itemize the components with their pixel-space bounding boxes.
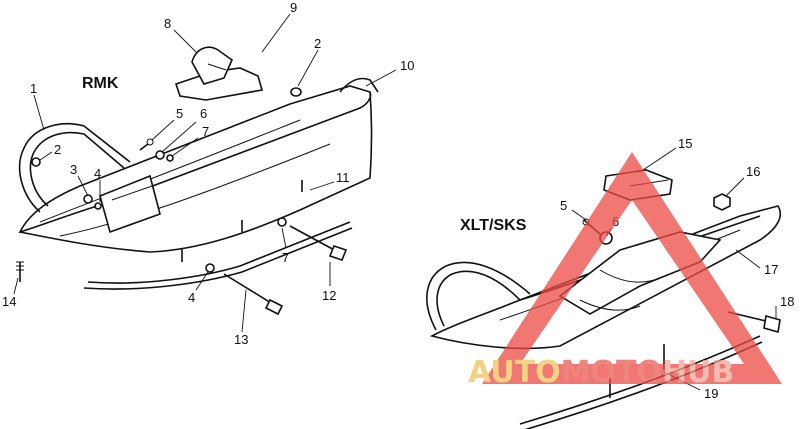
callout-2-rmk-top: 2 xyxy=(314,36,321,51)
callout-2-rmk-handle: 2 xyxy=(54,142,61,157)
callout-19: 19 xyxy=(704,386,718,401)
callout-4-rmk-upper: 4 xyxy=(94,166,101,181)
callout-9: 9 xyxy=(290,0,297,15)
callout-5-xlt: 5 xyxy=(560,198,567,213)
callout-18: 18 xyxy=(780,294,794,309)
callout-4-rmk-lower: 4 xyxy=(188,290,195,305)
watermark-moto: MOTO xyxy=(561,355,662,390)
callout-11: 11 xyxy=(336,170,350,185)
rmk-ski-assembly xyxy=(16,46,379,316)
callout-12: 12 xyxy=(322,288,336,303)
callout-10: 10 xyxy=(400,58,414,73)
callout-13: 13 xyxy=(234,332,248,347)
callout-6-rmk: 6 xyxy=(200,106,207,121)
leader-lines xyxy=(13,13,777,391)
callout-15: 15 xyxy=(678,136,692,151)
callout-7-rmk-lower: 7 xyxy=(282,250,289,265)
watermark-auto: AUTO xyxy=(468,355,561,390)
watermark-triangle-logo xyxy=(482,152,782,384)
model-label-xlt-sks: XLT/SKS xyxy=(460,217,527,234)
callout-8: 8 xyxy=(164,16,171,31)
callout-14: 14 xyxy=(2,294,16,309)
callout-7-rmk-upper: 7 xyxy=(202,124,209,139)
callout-17: 17 xyxy=(764,262,778,277)
callout-16: 16 xyxy=(746,164,760,179)
watermark-text: AUTOMOTOHUB xyxy=(468,355,734,390)
automotohub-watermark: AUTOMOTOHUB xyxy=(468,152,782,390)
model-label-rmk: RMK xyxy=(82,75,119,92)
callout-5-rmk: 5 xyxy=(176,106,183,121)
callout-numbers: 1 2 3 4 5 6 7 8 9 2 10 11 7 4 12 13 14 1… xyxy=(2,0,794,401)
watermark-hub: HUB xyxy=(662,355,734,390)
callout-3: 3 xyxy=(70,162,77,177)
callout-1: 1 xyxy=(30,81,37,96)
